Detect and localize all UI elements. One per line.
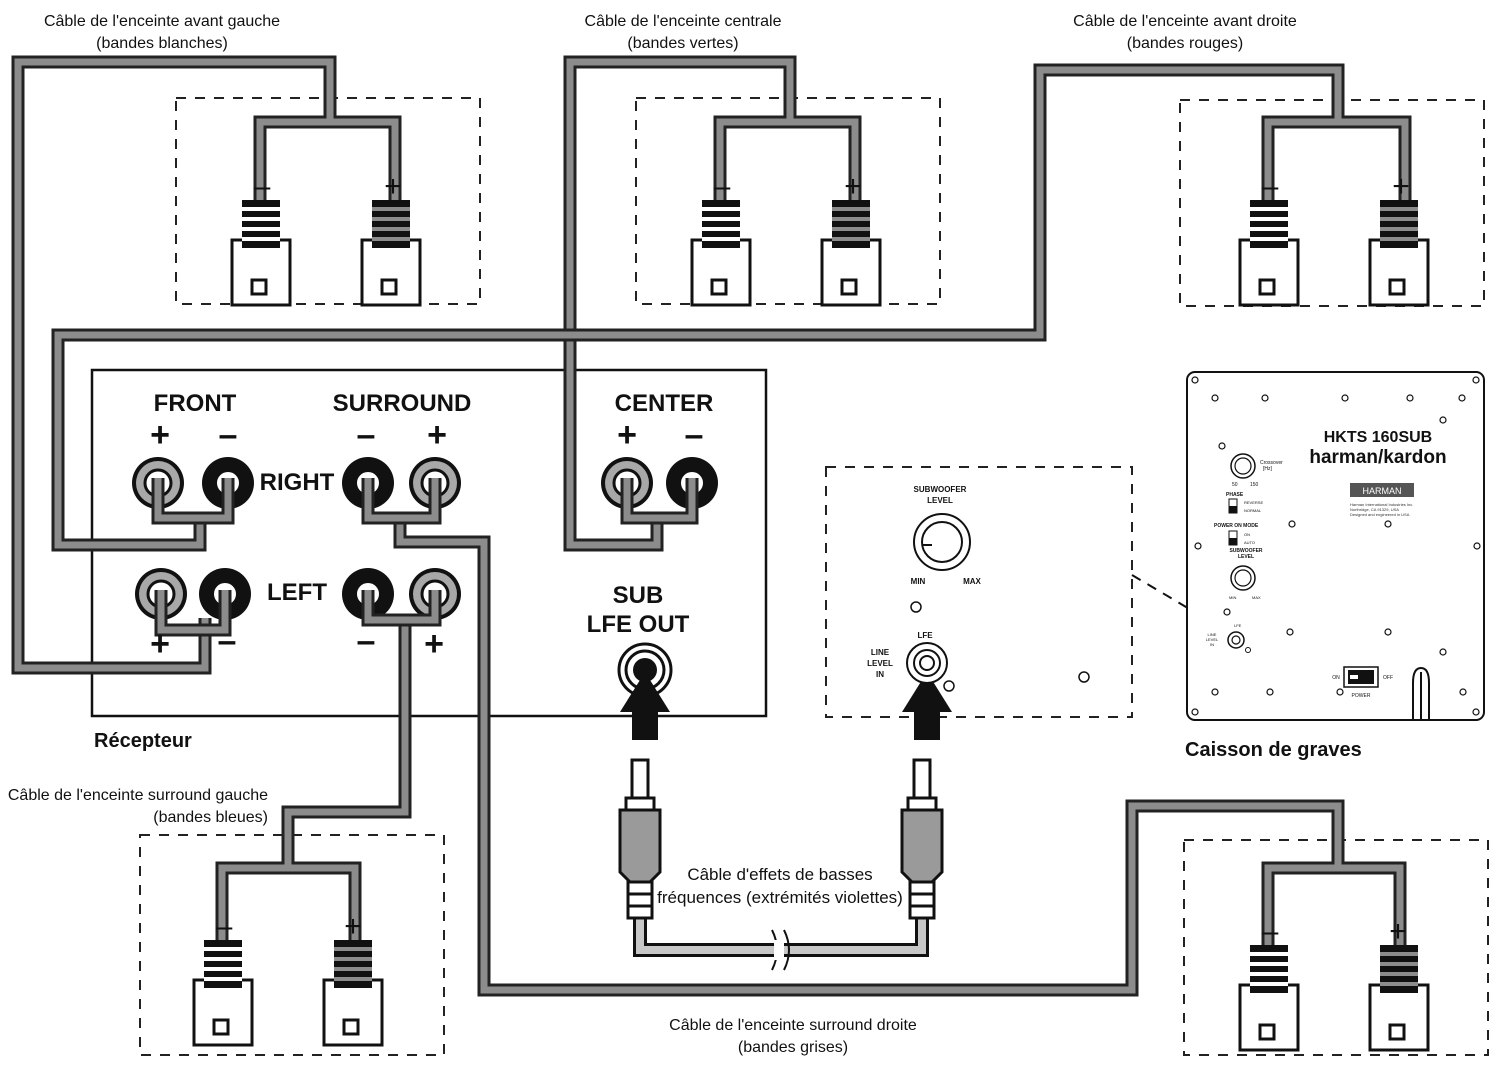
sub-level-label: SUBWOOFER [914,485,967,494]
panel-in: IN [1210,642,1214,647]
sub-level-label-2: LEVEL [927,496,953,505]
front-right-cable [51,63,1412,552]
power-on-label: ON [1332,675,1340,681]
subwoofer-closeup: SUBWOOFER LEVEL MIN MAX LFE LINE LEVEL I… [867,485,1090,692]
harman-badge-bg [1350,483,1414,497]
sub-level-max: MAX [963,577,981,586]
crossover-label: Crossover [1260,460,1283,466]
sub-lfe-out-jack [617,642,673,698]
crossover-min: 50 [1232,482,1238,488]
panel-min: MIN [1229,595,1236,600]
closeup-line-label: LINE [871,648,890,657]
receiver-caption: Récepteur [94,730,192,752]
front-left-plus-sign: + [384,170,402,203]
power-on-mode-label: POWER ON MODE [1214,523,1259,529]
closeup-lfe-label: LFE [917,631,933,640]
sub-level-min: MIN [911,577,926,586]
center-speaker-box [635,97,941,305]
panel-level: LEVEL [1206,637,1219,642]
lfe-cable-title: Câble d'effets de basses [687,865,872,884]
surround-left-minus-sign: – [216,910,233,943]
panel-max: MAX [1252,595,1261,600]
front-left-minus-sign: – [254,170,271,203]
surround-left-plus-sign: + [424,625,444,663]
center-label: CENTER [615,390,714,417]
harman-badge: HARMAN [1362,486,1401,496]
closeup-in-label: IN [876,670,884,679]
phase-reverse: REVERSE [1244,500,1263,505]
right-label: RIGHT [260,469,335,496]
surround-right-cable-subtitle: (bandes grises) [738,1039,848,1056]
lfe-out-label: LFE OUT [587,611,690,638]
crossover-unit: [Hz] [1263,466,1273,472]
front-left-cable-label: Câble de l'enceinte avant gauche (bandes… [44,13,280,52]
surround-left-plus-sign: + [344,910,362,943]
subwoofer-panel: HKTS 160SUB harman/kardon HARMAN Harman … [1186,371,1485,721]
front-plus-sign: + [150,416,170,454]
receiver-labels: FRONT SURROUND CENTER RIGHT LEFT SUB LFE… [150,390,713,663]
front-left-cable-subtitle: (bandes blanches) [96,35,228,52]
surround-right-plus-sign: + [1389,915,1407,948]
left-plus-sign: + [150,625,170,663]
crossover-max: 150 [1250,482,1259,488]
front-right-cable-subtitle: (bandes rouges) [1127,35,1244,52]
panel-line: LINE [1208,632,1217,637]
surround-left-cable-title: Câble de l'enceinte surround gauche [8,787,268,804]
sub-address-3: Designed and engineered in USA [1350,512,1410,517]
left-label: LEFT [267,579,327,606]
front-right-speaker-box [1179,99,1485,307]
speaker-polarity-signs: – + – + – + – + – + [216,170,1410,948]
sub-address-2: Northridge, CA 91329, USA [1350,507,1399,512]
sub-label: SUB [613,582,664,609]
front-left-cable-title: Câble de l'enceinte avant gauche [44,13,280,30]
surround-right-cable-title: Câble de l'enceinte surround droite [669,1017,917,1034]
front-right-minus-sign: – [1262,170,1279,203]
receiver-wire-loops [151,478,699,637]
panel-sub-level-2: LEVEL [1238,554,1254,560]
center-minus-sign: – [685,416,704,454]
sub-address-1: Harman International Industries Inc. [1350,502,1413,507]
front-right-plus-sign: + [1392,170,1410,203]
sub-brand-logo: harman/kardon [1309,447,1446,468]
surround-minus-sign: – [357,416,376,454]
center-plus-sign: + [844,170,862,203]
subwoofer-caption: Caisson de graves [1185,739,1362,761]
phase-label: PHASE [1226,492,1244,498]
front-label: FRONT [154,390,237,417]
power-mode-on: ON [1244,532,1250,537]
sub-model-name: HKTS 160SUB [1324,429,1432,446]
left-minus-sign: – [218,622,237,660]
surround-plus-sign: + [427,416,447,454]
closeup-level-label: LEVEL [867,659,893,668]
lfe-cable-subtitle: fréquences (extrémités violettes) [657,888,903,907]
surround-right-minus-sign: – [1262,915,1279,948]
surround-right-cable-label: Câble de l'enceinte surround droite (ban… [669,1017,917,1056]
phase-normal: NORMAL [1244,508,1262,513]
lfe-cable [618,672,952,971]
surround-label: SURROUND [333,390,472,417]
lfe-cable-label: Câble d'effets de basses fréquences (ext… [657,865,903,907]
surround-left-cable-subtitle: (bandes bleues) [153,809,268,826]
power-label: POWER [1352,693,1371,699]
center-cable-title: Câble de l'enceinte centrale [585,13,782,30]
center-cable-label: Câble de l'enceinte centrale (bandes ver… [585,13,782,52]
power-off-label: OFF [1383,675,1393,681]
center-plus-sign: + [617,416,637,454]
surround-left-minus-sign: – [357,622,376,660]
front-minus-sign: – [219,416,238,454]
panel-lfe: LFE [1234,623,1242,628]
subwoofer-closeup-box [825,466,1133,718]
front-right-cable-title: Câble de l'enceinte avant droite [1073,13,1297,30]
center-minus-sign: – [714,170,731,203]
power-mode-auto: AUTO [1244,540,1255,545]
front-right-cable-label: Câble de l'enceinte avant droite (bandes… [1073,13,1297,52]
panel-sub-level-1: SUBWOOFER [1229,548,1262,554]
front-left-speaker-box [175,97,481,305]
surround-left-cable-label: Câble de l'enceinte surround gauche (ban… [8,787,268,826]
center-cable-subtitle: (bandes vertes) [627,35,738,52]
